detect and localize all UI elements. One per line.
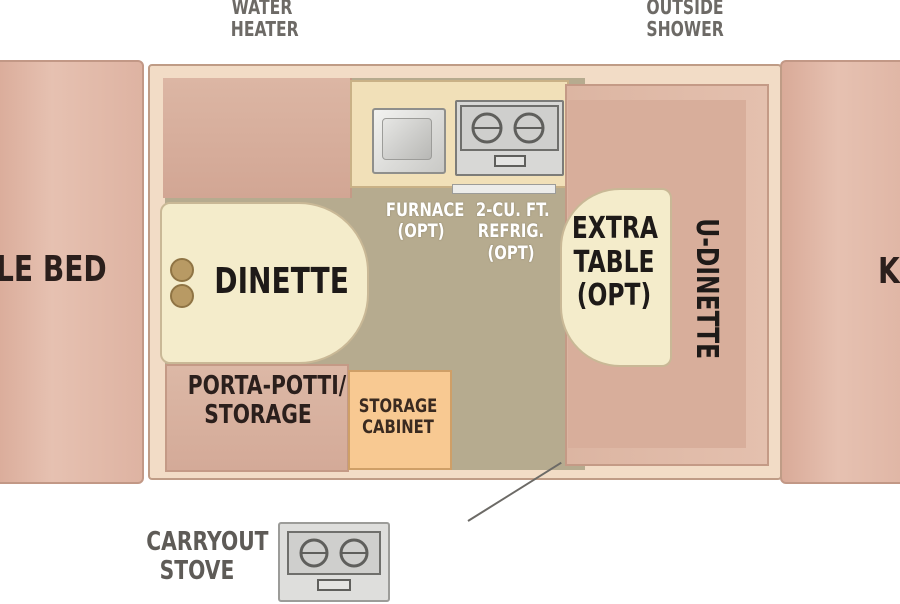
stove-icon xyxy=(455,100,564,176)
furnace-label: FURNACE (OPT) xyxy=(385,199,465,243)
cup-holder-icon xyxy=(170,258,194,282)
right-bed-label: K xyxy=(878,251,900,292)
storage-cabinet-label: STORAGE CABINET xyxy=(358,395,438,439)
extra-table-label: EXTRA TABLE (OPT) xyxy=(571,211,658,314)
extra-table xyxy=(560,188,672,367)
stove-icon xyxy=(287,531,381,591)
u-dinette-label: U-DINETTE xyxy=(688,218,724,360)
refrigerator-top xyxy=(452,184,556,194)
dinette-table xyxy=(160,202,369,364)
dinette-bench-upper xyxy=(163,78,352,198)
carryout-stove-label: CARRYOUT STOVE xyxy=(146,527,269,587)
porta-potti-label: PORTA-POTTI/ STORAGE xyxy=(187,371,347,431)
refrigerator-label: 2-CU. FT. REFRIG. (OPT) xyxy=(475,199,550,264)
left-bunk xyxy=(0,60,144,484)
water-heater-label: WATER HEATER xyxy=(230,0,299,42)
sink-basin xyxy=(382,118,432,160)
storage-cabinet xyxy=(348,370,452,470)
stove-burners-icon xyxy=(460,105,559,167)
dinette-label: DINETTE xyxy=(214,261,349,302)
carryout-stove-icon xyxy=(278,522,390,602)
outside-shower-label: OUTSIDE SHOWER xyxy=(646,0,724,42)
left-bed-label: LE BED xyxy=(0,249,107,290)
right-bunk xyxy=(780,60,900,484)
cup-holder-icon xyxy=(170,284,194,308)
